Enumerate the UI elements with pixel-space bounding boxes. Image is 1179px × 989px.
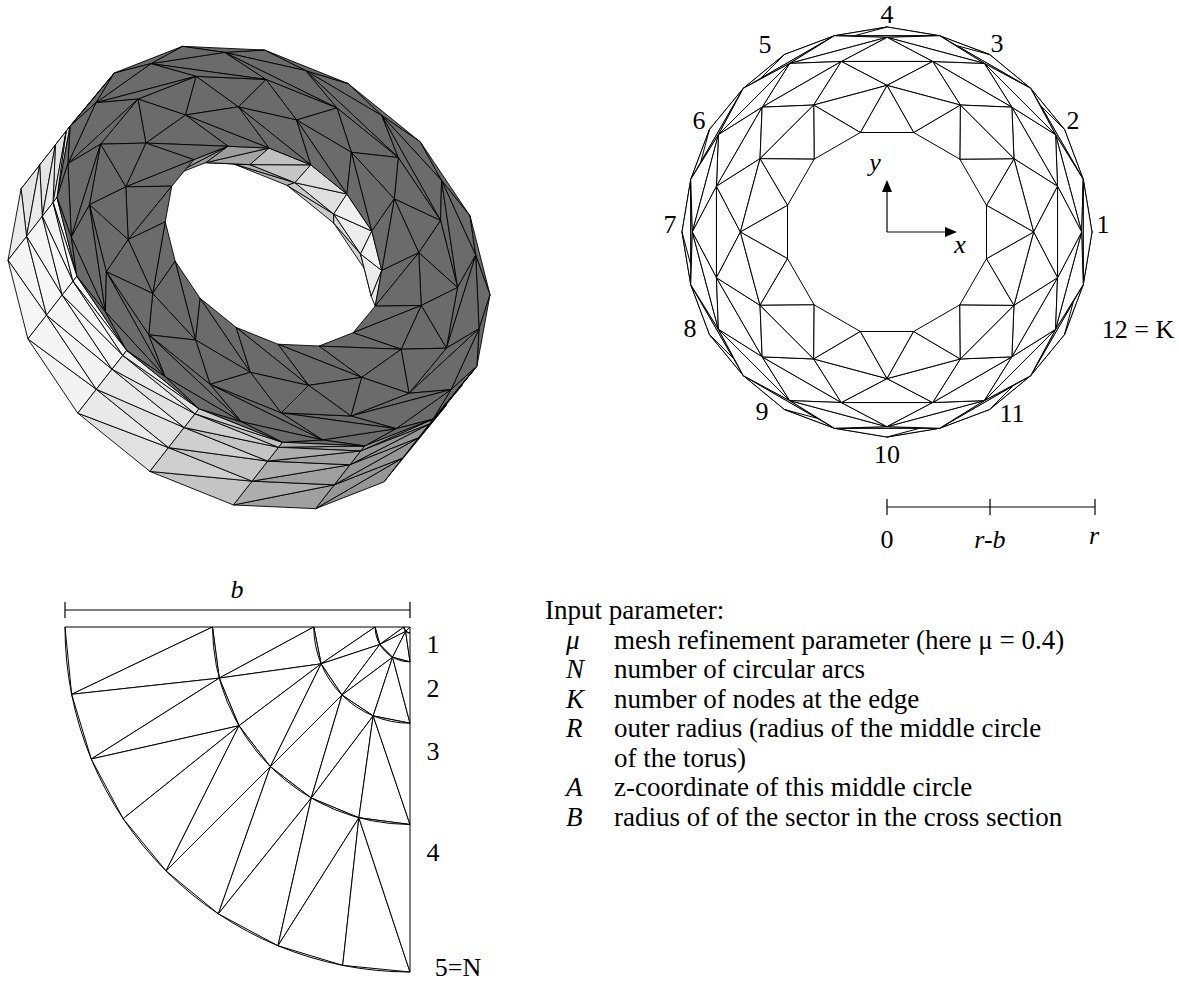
mesh-triangle [814,105,861,159]
surface-triangle [195,409,282,443]
edge-node-number: 2 [1067,108,1080,134]
mesh-triangle [960,159,1014,206]
mesh-triangle [960,305,1014,359]
surface-triangle [347,152,372,231]
axis-label: x [954,232,966,258]
circular-arc [65,627,410,972]
dimension-label: r-b [974,527,1005,553]
surface-triangle [73,276,127,350]
mesh-triangle [986,205,1033,258]
parameter-row: Knumber of nodes at the edge [545,685,1175,715]
edge-node-number: 3 [991,31,1004,57]
mesh-triangle [1083,179,1092,284]
edge-node-number: 11 [999,401,1024,427]
mesh-triangle [790,37,887,63]
plan-mesh [682,27,1092,437]
parameter-symbol: μ [545,626,614,656]
surface-triangle [73,281,127,355]
circular-arc [404,627,410,633]
mesh-triangle [692,232,718,329]
cross-section-mesh [65,627,410,972]
edge-node-number: 12 = K [1102,317,1174,343]
edge-node-number: 9 [756,399,769,425]
edge-node-number: 6 [693,108,706,134]
surface-triangle [123,350,199,408]
arc-number: 1 [427,632,440,658]
parameter-row: Router radius (radius of the middle circ… [545,714,1175,773]
parameter-description: number of nodes at the edge [614,685,1069,715]
mesh-triangle [343,818,410,972]
mesh-triangle [393,657,410,723]
surface-triangle [96,64,196,103]
edge-node-number: 10 [874,442,900,468]
mesh-triangle [914,305,961,359]
mesh-triangle [960,105,1014,159]
dimension-label: 0 [881,527,894,553]
parameter-symbol: N [545,655,614,685]
parameter-row: Bradius of of the sector in the cross se… [545,803,1175,833]
edge-node-number: 4 [881,2,894,28]
surface-triangle [278,442,364,447]
parameter-symbol: R [545,714,614,773]
mesh-triangle [359,716,410,825]
dimension-label: r [1089,523,1099,549]
mesh-triangle [760,105,814,159]
mesh-triangle [760,259,814,306]
parameter-symbol: K [545,685,614,715]
edge-node-number: 5 [759,32,772,58]
list-heading: Input parameter: [545,596,1175,626]
parameter-description: number of circular arcs [614,655,1069,685]
mesh-triangle [406,631,410,662]
surface-triangle [375,253,421,306]
parameter-description: radius of of the sector in the cross sec… [614,803,1069,833]
arc-number: 2 [427,676,440,702]
mesh-triangle [1058,186,1082,277]
parameter-symbol: A [545,773,614,803]
dimension-label: b [231,577,244,603]
circular-arc [375,627,410,662]
surface-triangle [96,64,151,103]
surface-triangle [372,199,394,271]
surface-triangle [127,350,199,408]
parameter-row: μmesh refinement parameter (here μ = 0.4… [545,626,1175,656]
surface-triangle [268,447,361,461]
surface-triangle [105,312,165,377]
circular-arc [314,627,410,723]
ring-mesh-3d [8,46,490,508]
mesh-triangle [760,305,814,359]
surface-triangle [77,276,127,350]
mesh-triangle [373,657,410,723]
mesh-triangle [373,716,410,825]
surface-triangle [149,293,196,340]
edge-node-number: 1 [1097,212,1110,238]
arc-number: 5=N [435,955,481,981]
parameter-list: Input parameter:μmesh refinement paramet… [545,596,1175,832]
surface-triangle [123,355,199,413]
axes [882,180,957,237]
surface-triangle [57,197,77,276]
mesh-triangle [960,305,1014,359]
parameter-description: z-coordinate of this middle circle [614,773,1069,803]
mesh-triangle [393,631,410,662]
edge-node-number: 8 [684,316,697,342]
mesh-triangle [960,105,1014,159]
mesh-triangle [887,401,984,427]
parameter-description: mesh refinement parameter (here μ = 0.4) [614,626,1069,656]
mesh-triangle [760,105,814,159]
arc-number: 4 [427,840,440,866]
parameter-symbol: B [545,803,614,833]
axis-label: y [869,150,881,176]
parameter-description: outer radius (radius of the middle circl… [614,714,1069,773]
surface-triangle [297,120,347,194]
parameter-row: Nnumber of circular arcs [545,655,1175,685]
mesh-triangle [760,305,814,359]
edge-node-number: 7 [664,212,677,238]
mesh-triangle [359,818,410,972]
parameter-row: Az-coordinate of this middle circle [545,773,1175,803]
arc-number: 3 [427,739,440,765]
circular-arc [213,627,410,824]
